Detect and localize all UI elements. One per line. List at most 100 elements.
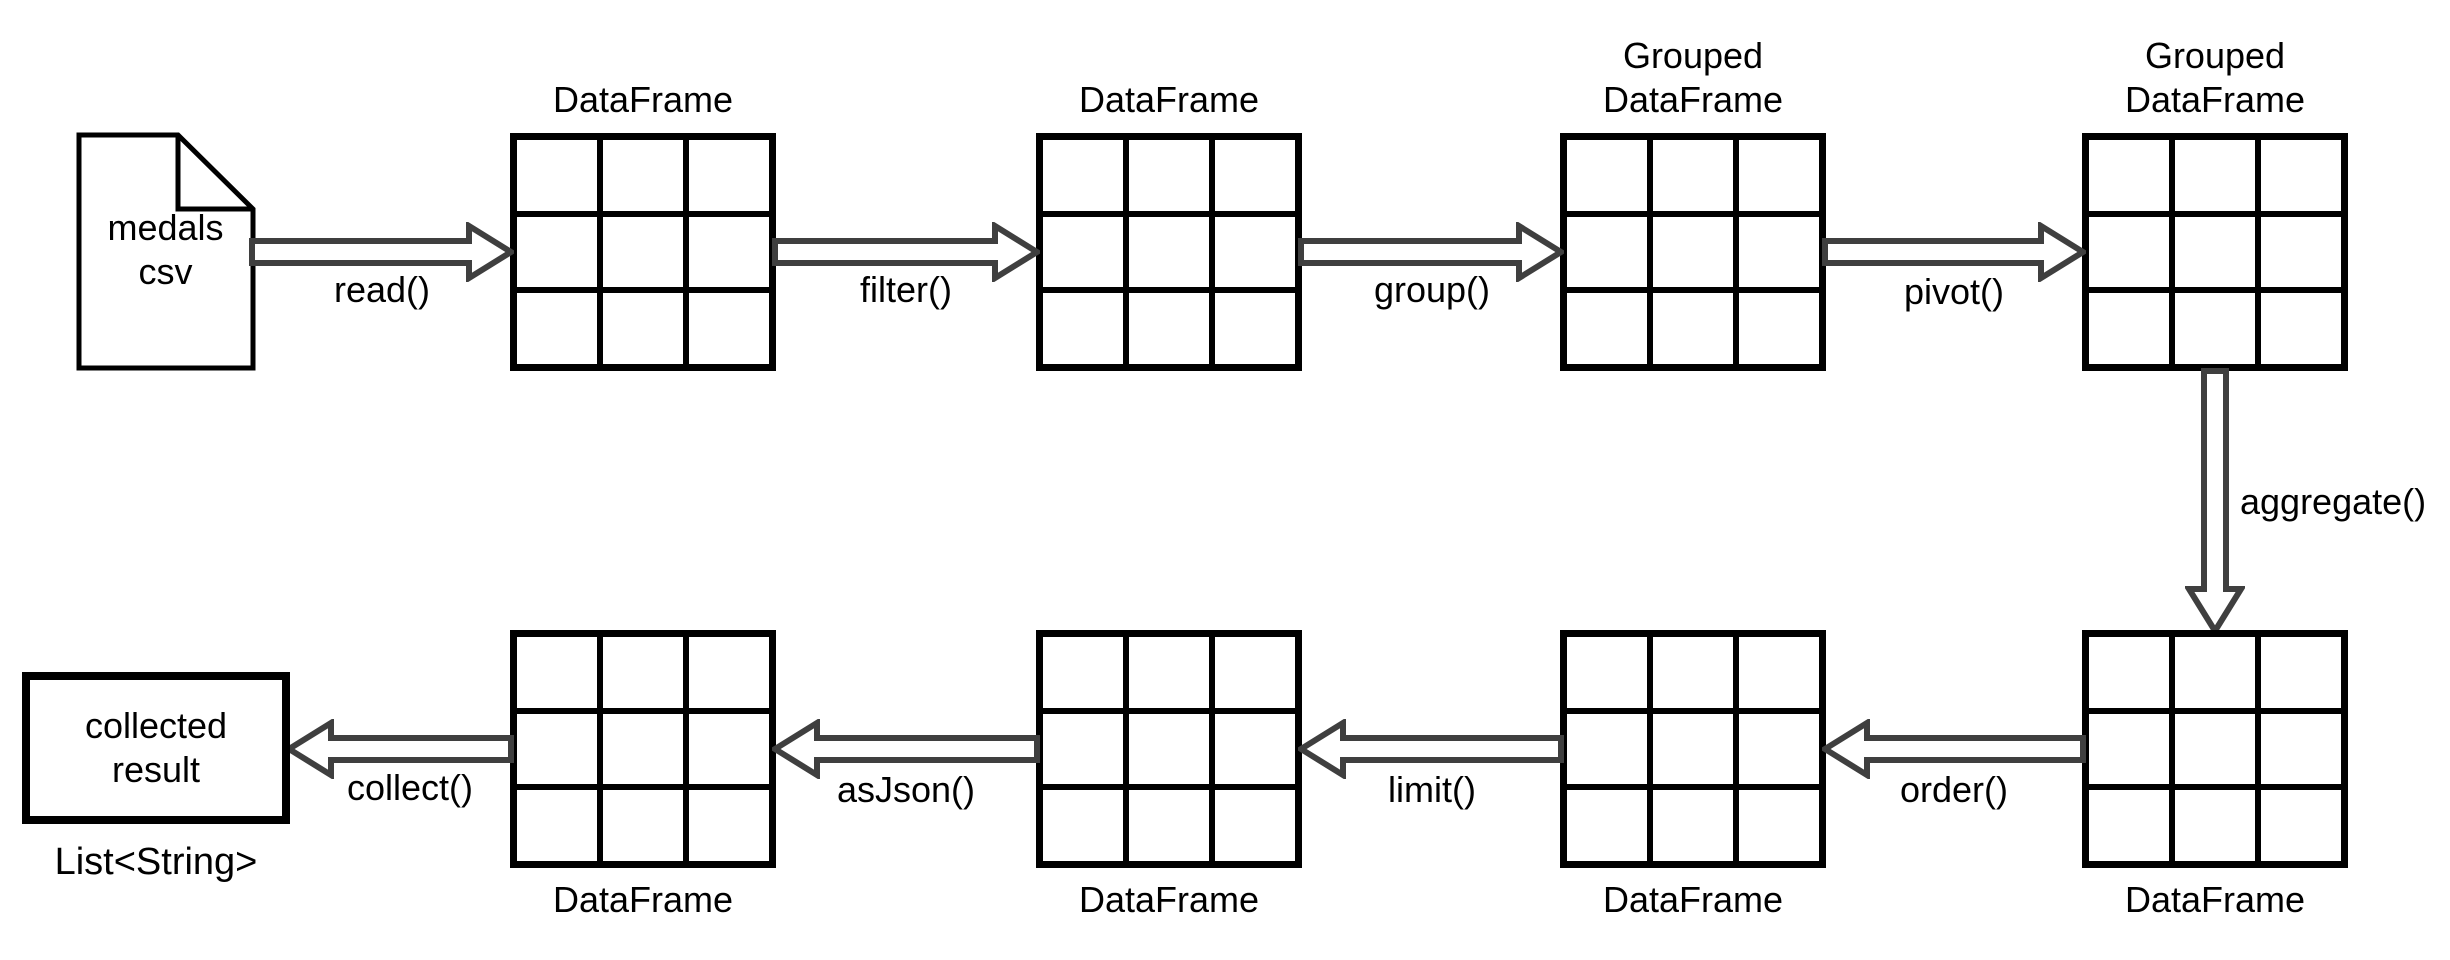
pivot-operation-label: pivot() [1903,271,2005,312]
source-file-name-line2: csv [138,251,193,292]
grid-cell [1650,137,1736,214]
grid-cell [2086,787,2172,864]
grid-cell [2086,213,2172,291]
dataframe-label-bottom-1: DataFrame [552,879,734,920]
source-file-name-line1: medals [107,207,224,248]
grid-cell [686,787,772,864]
dataframe-label-top-2: DataFrame [1078,79,1260,120]
grid-cell [1040,634,1126,711]
read-operation-label: read() [333,269,431,310]
order-arrow [1822,719,2086,779]
grid-cell [1650,290,1736,367]
grid-cell [2172,787,2258,864]
grid-cell [1564,787,1650,864]
grid-cell [2172,710,2258,788]
grid-cell [1736,710,1822,788]
grouped-dataframe-label-top-4: Grouped DataFrame [2124,35,2306,120]
grid-cell [1212,290,1298,367]
grid-cell [600,213,686,291]
grid-cell [2258,710,2344,788]
grid-cell [600,634,686,711]
filter-arrow [772,222,1040,282]
grid-cell [600,710,686,788]
grid-cell [514,213,600,291]
grid-cell [1736,290,1822,367]
collected-result-line1: collected [84,705,228,746]
grid-cell [514,634,600,711]
grid-cell [1126,634,1212,711]
grid-cell [686,634,772,711]
dataframe-label-top-1: DataFrame [552,79,734,120]
filter-operation-label: filter() [860,269,952,310]
grid-cell [1126,710,1212,788]
grouped-dataframe-grid-top-4 [2082,133,2348,371]
grid-cell [1040,290,1126,367]
grid-cell [1040,137,1126,214]
grid-cell [1650,213,1736,291]
grid-cell [1212,634,1298,711]
collect-operation-label: collect() [346,767,474,808]
grid-cell [2086,290,2172,367]
grid-cell [600,290,686,367]
grid-cell [1040,213,1126,291]
limit-arrow [1298,719,1564,779]
grid-cell [2086,137,2172,214]
grid-cell [2258,137,2344,214]
limit-operation-label: limit() [1388,769,1476,810]
dataframe-grid-bottom-3 [1560,630,1826,868]
dataframe-grid-top-2 [1036,133,1302,371]
grid-cell [2172,634,2258,711]
grid-cell [2086,710,2172,788]
collected-result-box: collected result [22,672,290,824]
grouped-dataframe-label-top-3: Grouped DataFrame [1602,35,1784,120]
grid-cell [514,290,600,367]
grid-cell [686,137,772,214]
grid-cell [514,137,600,214]
grid-cell [600,787,686,864]
grid-cell [1126,137,1212,214]
grid-cell [2172,137,2258,214]
order-operation-label: order() [1899,769,2009,810]
grid-cell [1212,213,1298,291]
dataframe-grid-bottom-4 [2082,630,2348,868]
grid-cell [2172,213,2258,291]
grid-cell [1040,710,1126,788]
grid-cell [1040,787,1126,864]
document-shape-icon [76,132,256,371]
grid-cell [1650,634,1736,711]
grid-cell [686,213,772,291]
grid-cell [1126,787,1212,864]
read-arrow [249,222,514,282]
pivot-arrow [1822,222,2086,282]
grid-cell [2258,213,2344,291]
dataframe-label-bottom-2: DataFrame [1078,879,1260,920]
grid-cell [1564,710,1650,788]
grid-cell [2086,634,2172,711]
aggregate-operation-label: aggregate() [2240,481,2427,522]
collect-arrow [286,719,514,779]
dataframe-grid-bottom-1 [510,630,776,868]
grid-cell [686,710,772,788]
grid-cell [2172,290,2258,367]
grid-cell [2258,634,2344,711]
aggregate-arrow [2185,368,2245,634]
grid-cell [514,787,600,864]
source-file-label: medals csv [78,206,253,294]
group-arrow [1298,222,1564,282]
asjson-arrow [772,719,1040,779]
result-type-label: List<String> [54,841,258,883]
grid-cell [2258,290,2344,367]
dataframe-label-bottom-4: DataFrame [2124,879,2306,920]
grid-cell [686,290,772,367]
grid-cell [2258,787,2344,864]
grid-cell [1736,634,1822,711]
grid-cell [1736,137,1822,214]
grid-cell [1212,710,1298,788]
collected-result-line2: result [111,749,201,790]
grid-cell [600,137,686,214]
grid-cell [1564,137,1650,214]
grid-cell [1212,787,1298,864]
grid-cell [1212,137,1298,214]
grid-cell [514,710,600,788]
grouped-dataframe-grid-top-3 [1560,133,1826,371]
